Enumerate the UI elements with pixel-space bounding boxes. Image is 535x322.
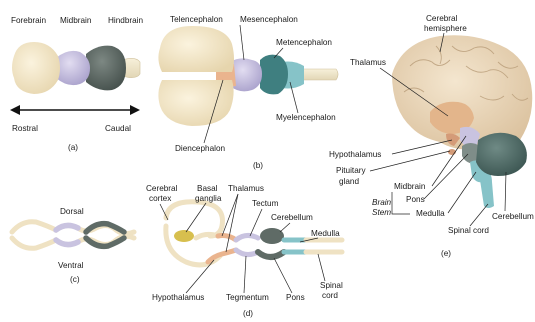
panel-d-caption: (d) [243, 309, 253, 318]
panel-d-leader-lines [160, 194, 325, 293]
dorsal-label: Dorsal [60, 207, 84, 216]
forebrain-a-shape [12, 42, 60, 94]
metencephalon-shape [260, 55, 288, 95]
panel-c: Dorsal Ventral (c) [12, 207, 134, 284]
panel-b-caption: (b) [253, 161, 263, 170]
spinal-cord-b-shape [300, 69, 338, 80]
panel-b: Telencephalon Mesencephalon Metencephalo… [158, 15, 338, 170]
cerebral-cortex-label-1: Cerebral [146, 184, 178, 193]
midbrain-c-dorsal [56, 225, 78, 230]
panel-d: Cerebral cortex Basal ganglia Thalamus T… [146, 184, 343, 318]
hypothalamus-d-shape [208, 250, 236, 262]
rostral-label: Rostral [12, 124, 38, 133]
pons-label-e: Pons [406, 195, 425, 204]
thalamus-label-d: Thalamus [228, 184, 264, 193]
telencephalon-upper-shape [158, 26, 234, 72]
spinal-cord-label-e: Spinal cord [448, 226, 489, 235]
hypothalamus-label-e: Hypothalamus [329, 150, 381, 159]
cortex-upper-d [166, 202, 223, 236]
forebrain-label: Forebrain [11, 16, 46, 25]
myelencephalon-label: Myelencephalon [276, 113, 336, 122]
tegmentum-label: Tegmentum [226, 293, 269, 302]
cerebellum-label-e: Cerebellum [492, 212, 534, 221]
cerebellum-d-shape [260, 228, 284, 244]
hindbrain-label-a: Hindbrain [108, 16, 143, 25]
mesencephalon-label: Mesencephalon [240, 15, 298, 24]
cerebellum-label-d: Cerebellum [271, 213, 313, 222]
basal-ganglia-label-1: Basal [197, 184, 218, 193]
brain-stem-label-2: Stem [372, 208, 391, 217]
brain-stem-label-1: Brain [372, 198, 392, 207]
tectum-shape [236, 235, 258, 240]
thalamus-d-shape [218, 236, 236, 241]
cerebral-hemisphere-label-1: Cerebral [426, 14, 458, 23]
caudal-label: Caudal [105, 124, 131, 133]
ventral-label: Ventral [58, 261, 84, 270]
midbrain-a-shape [56, 51, 90, 85]
tectum-label: Tectum [252, 199, 279, 208]
spinal-cord-label-d-2: cord [322, 291, 338, 300]
spinal-cord-label-d-1: Spinal [320, 281, 343, 290]
hindbrain-a-shape [86, 46, 126, 91]
basal-ganglia-shape [174, 230, 194, 242]
cerebral-hemisphere-label-2: hemisphere [424, 24, 467, 33]
pons-d-shape [258, 252, 284, 257]
arrowhead-right-icon [130, 105, 140, 115]
pons-label-d: Pons [286, 293, 305, 302]
midbrain-label-a: Midbrain [60, 16, 92, 25]
forebrain-upper-d [196, 234, 218, 238]
pituitary-label-1: Pituitary [336, 166, 366, 175]
panel-a: Forebrain Midbrain Hindbrain Rostral Cau… [10, 16, 143, 152]
midbrain-c-ventral [56, 240, 78, 245]
panel-e-caption: (e) [441, 249, 451, 258]
medulla-label-d: Medulla [311, 229, 340, 238]
tegmentum-shape [236, 250, 258, 255]
thalamus-label-e: Thalamus [350, 58, 386, 67]
arrowhead-left-icon [10, 105, 20, 115]
hypothalamus-label-d: Hypothalamus [152, 293, 204, 302]
metencephalon-label: Metencephalon [276, 38, 332, 47]
diencephalon-label: Diencephalon [175, 144, 226, 153]
medulla-label-e: Medulla [416, 209, 445, 218]
panel-a-caption: (a) [68, 143, 78, 152]
panel-c-caption: (c) [70, 275, 80, 284]
cerebral-cortex-label-2: cortex [149, 194, 171, 203]
panel-e: Cerebral hemisphere Thalamus Hypothalamu… [329, 14, 534, 258]
basal-ganglia-label-2: ganglia [195, 194, 222, 203]
midbrain-label-e: Midbrain [394, 182, 426, 191]
cerebellum-e-shape [476, 133, 527, 176]
pituitary-label-2: gland [339, 177, 359, 186]
telencephalon-lower-shape [158, 80, 233, 126]
telencephalon-label: Telencephalon [170, 15, 223, 24]
